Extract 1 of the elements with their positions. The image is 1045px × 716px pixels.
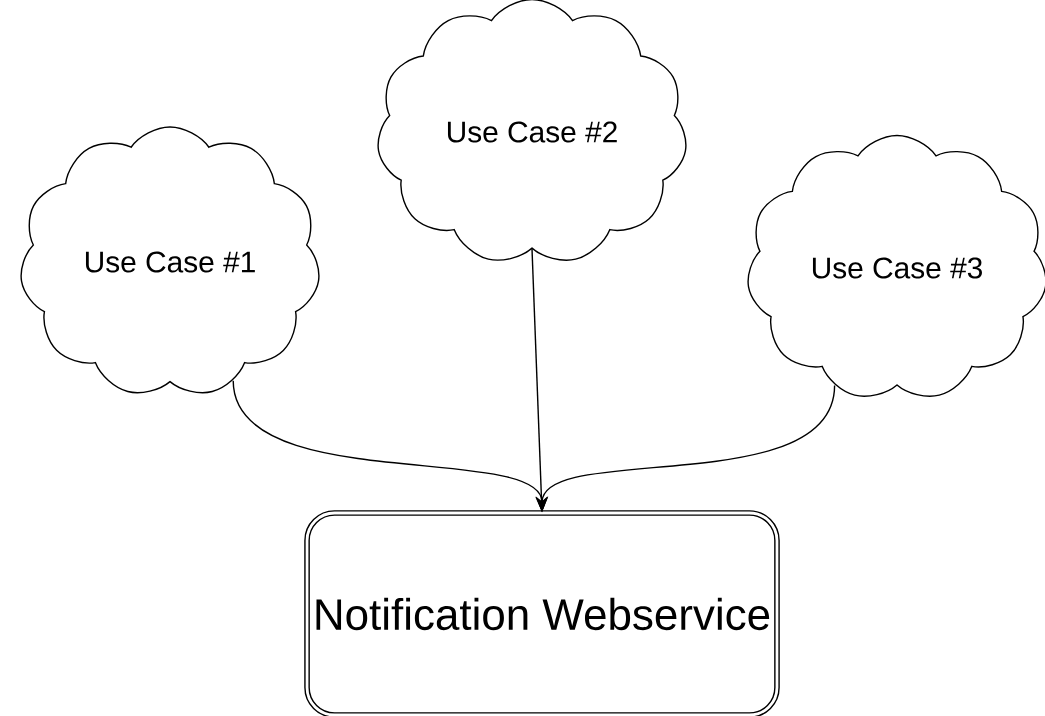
process-box: Notification Webservice [304,510,780,716]
